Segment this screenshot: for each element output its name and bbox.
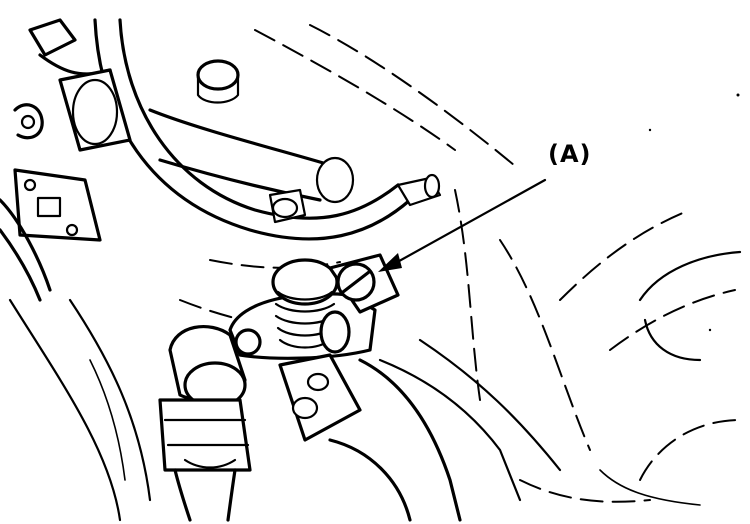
callout-leader [378, 178, 547, 272]
casting-edges [378, 250, 742, 506]
upper-bolt-assembly [148, 59, 355, 224]
speckles [648, 93, 740, 332]
throttle-spring-assembly [228, 258, 462, 522]
callout-label-a: (A) [548, 140, 592, 168]
fuel-tube [93, 18, 442, 241]
left-linkage [0, 18, 152, 522]
hose-fitting [158, 325, 252, 522]
housing-dashed-outline [179, 24, 741, 503]
